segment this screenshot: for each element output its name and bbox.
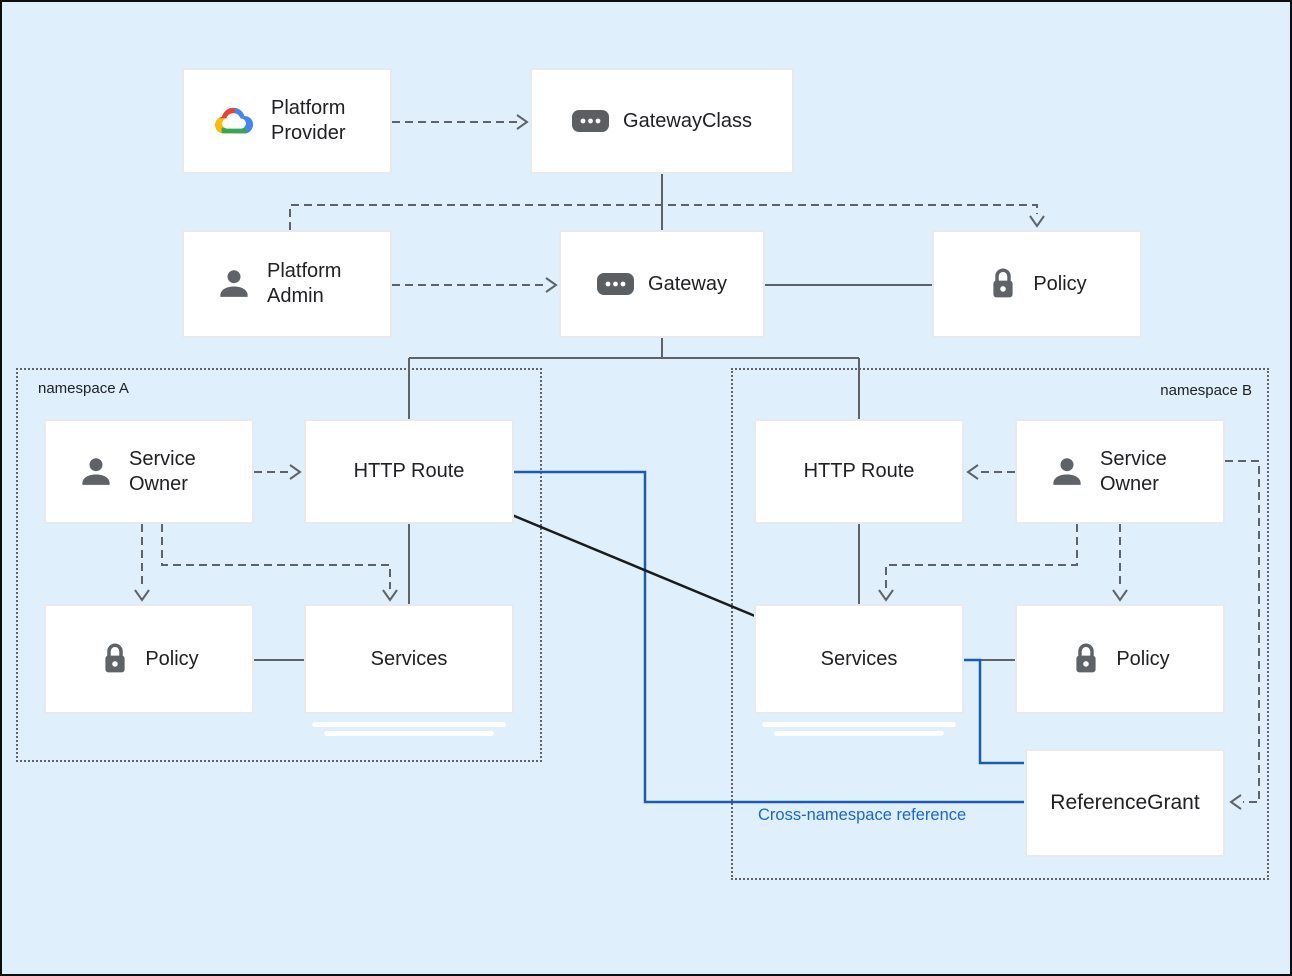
edge-serviceowner-b-services-b (885, 524, 1078, 589)
services-b-stack-line (762, 722, 956, 727)
node-label: Service Owner (1100, 447, 1167, 495)
arrowheads (134, 114, 1242, 810)
node-label: GatewayClass (623, 109, 752, 132)
namespace-b-label: namespace B (1160, 382, 1252, 399)
google-cloud-icon (211, 102, 257, 140)
node-label: Services (370, 647, 448, 670)
edge-admin-policy (289, 204, 1038, 230)
node-gatewayclass: GatewayClass (530, 68, 794, 174)
node-policy-a: Policy (44, 604, 254, 714)
node-http-route-a: HTTP Route (304, 419, 514, 524)
services-b-stack-line (774, 731, 944, 736)
node-http-route-b: HTTP Route (754, 419, 964, 524)
node-label: HTTP Route (353, 460, 465, 482)
resource-chip-icon (572, 110, 610, 132)
user-icon (77, 453, 115, 491)
namespace-a-boundary (16, 368, 542, 762)
lock-icon (99, 640, 131, 678)
node-label: Gateway (648, 272, 727, 295)
node-label: Platform Admin (267, 260, 342, 307)
namespace-a-label: namespace A (38, 380, 129, 397)
user-icon (1048, 453, 1086, 491)
node-label: Services (820, 647, 898, 670)
node-services-a: Services (304, 604, 514, 714)
node-label: Policy (1033, 272, 1087, 295)
edge-services-b-referencegrant-blue (964, 658, 1024, 765)
node-label: Platform Provider (271, 97, 346, 144)
edge-httproute-a-referencegrant-blue (514, 470, 1024, 804)
node-services-b: Services (754, 604, 964, 714)
node-platform-provider: Platform Provider (182, 68, 392, 174)
edge-httproute-a-services-b (511, 513, 756, 618)
edge-serviceowner-a-services-a (161, 524, 391, 589)
edge-serviceowner-b-referencegrant (1225, 460, 1260, 803)
node-label: Policy (1116, 647, 1170, 670)
node-gateway: Gateway (559, 230, 765, 338)
edge-gateway-httproutes-branch (408, 338, 860, 419)
namespace-b-boundary (731, 368, 1269, 880)
node-label: Policy (145, 647, 199, 670)
node-label: HTTP Route (803, 460, 915, 482)
node-service-owner-a: Service Owner (44, 419, 254, 524)
node-label: ReferenceGrant (1050, 790, 1200, 814)
node-policy-cluster: Policy (932, 230, 1142, 338)
services-a-stack-line (312, 722, 506, 727)
resource-chip-icon (597, 273, 635, 295)
user-icon (215, 265, 253, 303)
lock-icon (1070, 640, 1102, 678)
cross-namespace-reference-label: Cross-namespace reference (758, 806, 967, 824)
node-reference-grant: ReferenceGrant (1025, 749, 1225, 857)
lock-icon (987, 265, 1019, 303)
node-label: Service Owner (129, 447, 196, 495)
services-a-stack-line (324, 731, 494, 736)
node-service-owner-b: Service Owner (1015, 419, 1225, 524)
node-platform-admin: Platform Admin (182, 230, 392, 338)
node-policy-b: Policy (1015, 604, 1225, 714)
